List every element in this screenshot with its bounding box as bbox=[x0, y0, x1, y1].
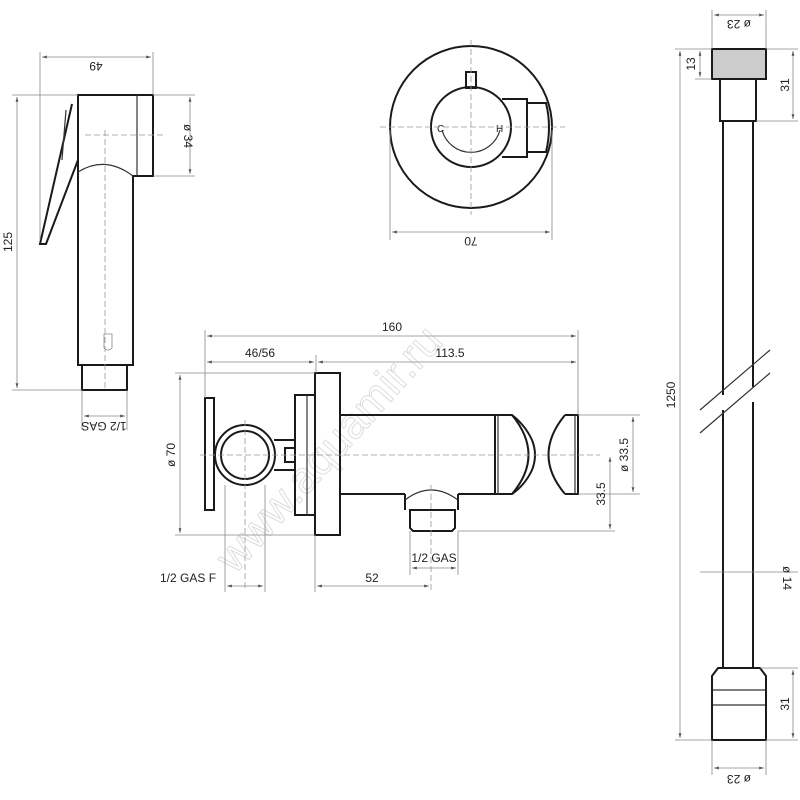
dim-end-diameter-top: ø 23 bbox=[727, 17, 751, 31]
watermark: www.aquamir.ru bbox=[205, 316, 452, 582]
valve-dimensions: 160 46/56 113.5 ø 70 ø 33.5 33.5 1/2 GAS… bbox=[160, 320, 640, 592]
dim-flange-diameter: ø 70 bbox=[164, 443, 178, 467]
dim-front-diameter: 70 bbox=[464, 234, 478, 248]
dim-hose-length: 1250 bbox=[664, 381, 678, 408]
cold-mark: C bbox=[437, 124, 444, 135]
dim-head-diameter: ø 34 bbox=[181, 124, 195, 148]
hose-dimensions: ø 23 13 31 1250 ø 14 31 ø 23 bbox=[664, 10, 798, 786]
dim-wall-depth: 46/56 bbox=[245, 346, 275, 360]
hose-view bbox=[699, 48, 771, 741]
dim-end-length-bottom: 31 bbox=[778, 697, 792, 711]
dim-outlet-offset: 52 bbox=[365, 571, 379, 585]
dim-handshower-height: 125 bbox=[1, 232, 15, 252]
dim-hose-diameter: ø 14 bbox=[780, 566, 794, 590]
dim-body-length: 113.5 bbox=[435, 346, 464, 360]
valve-front-view: C H 70 bbox=[380, 40, 565, 248]
hot-mark: H bbox=[496, 124, 503, 135]
logo-mark-icon bbox=[103, 333, 113, 351]
dim-handshower-width: 49 bbox=[89, 59, 103, 73]
dim-end-diameter-bottom: ø 23 bbox=[727, 772, 751, 786]
handshower-dimensions: 49 125 ø 34 1/2 GAS bbox=[1, 52, 195, 433]
dim-inlet-thread: 1/2 GAS F bbox=[160, 571, 216, 585]
dim-total-length: 160 bbox=[382, 320, 402, 334]
dim-outlet-thread: 1/2 GAS bbox=[411, 551, 456, 565]
dim-cap-height: 13 bbox=[684, 57, 698, 71]
dim-handshower-thread: 1/2 GAS bbox=[81, 419, 126, 433]
dim-handle-diameter: ø 33.5 bbox=[617, 438, 631, 472]
valve-side-view bbox=[200, 372, 600, 590]
dim-end-length-top: 31 bbox=[778, 78, 792, 92]
dim-outlet-height: 33.5 bbox=[594, 482, 608, 506]
handshower-side-view bbox=[38, 94, 165, 391]
